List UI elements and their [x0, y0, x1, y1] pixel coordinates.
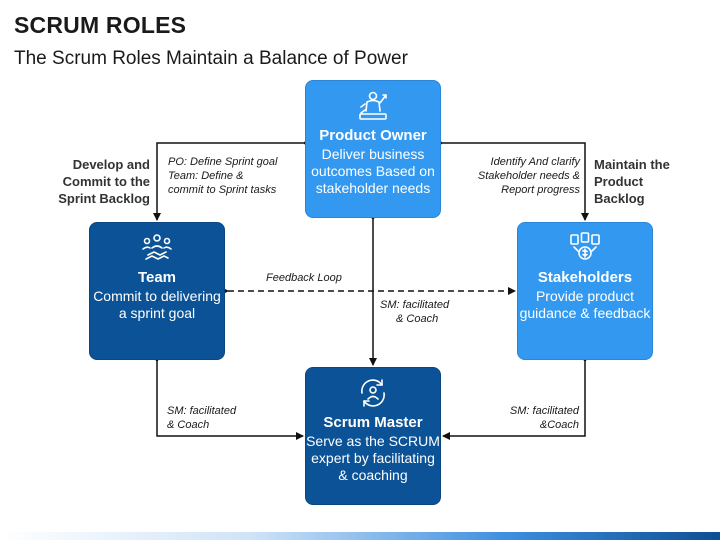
arrow-team-sm: [153, 355, 304, 440]
team-description: Commit to delivering a sprint goal: [93, 288, 221, 321]
arrow-po-team: [153, 139, 310, 221]
maintain-backlog-label: Maintain the Product Backlog: [594, 157, 670, 206]
stakeholders-icon: [570, 232, 600, 260]
team-box: Team Commit to delivering a sprint goal: [89, 222, 225, 360]
product-owner-icon: [359, 91, 387, 120]
po-team-note-line2: Team: Define &: [168, 170, 244, 182]
stakeholders-title: Stakeholders: [537, 269, 633, 286]
product-owner-title: Product Owner: [319, 127, 427, 144]
sm-stakeholders-note-line1: SM: facilitated: [509, 405, 579, 417]
stakeholders-description: Provide product guidance & feedback: [519, 288, 651, 321]
sm-team-note-line1: SM: facilitated: [167, 405, 237, 417]
scrum-master-box: Scrum Master Serve as the SCRUM expert b…: [305, 367, 441, 505]
po-team-note-line1: PO: Define Sprint goal: [168, 156, 278, 168]
arrow-stakeholders-sm: [442, 355, 589, 440]
feedback-loop-label: Feedback Loop: [266, 272, 342, 284]
scrum-master-description: Serve as the SCRUM expert by facilitatin…: [306, 433, 440, 483]
team-title: Team: [137, 269, 177, 286]
sm-center-note-line1: SM: facilitated: [380, 299, 450, 311]
po-stakeholders-note-line1: Identify And clarify: [490, 156, 580, 168]
bottom-accent-bar: [0, 532, 720, 540]
product-owner-box: Product Owner Deliver business outcomes …: [305, 80, 441, 218]
stakeholders-box: Stakeholders Provide product guidance & …: [517, 222, 653, 360]
po-stakeholders-note-line2: Stakeholder needs &: [477, 170, 580, 182]
team-icon: [142, 234, 172, 260]
po-team-note-line3: commit to Sprint tasks: [168, 184, 277, 196]
arrow-po-stakeholders: [436, 139, 589, 221]
sm-center-note-line2: & Coach: [396, 313, 439, 325]
po-stakeholders-note-line3: Report progress: [501, 184, 580, 196]
page-subtitle: The Scrum Roles Maintain a Balance of Po…: [14, 48, 408, 69]
sm-stakeholders-note-line2: &Coach: [539, 419, 579, 431]
sm-team-note-line2: & Coach: [167, 419, 210, 431]
page-title: SCRUM ROLES: [14, 12, 187, 38]
develop-commit-label: Develop and Commit to the Sprint Backlog: [58, 157, 150, 206]
scrum-master-title: Scrum Master: [323, 414, 423, 431]
product-owner-description: Deliver business outcomes Based on stake…: [311, 146, 435, 196]
scrum-master-icon: [361, 379, 385, 407]
